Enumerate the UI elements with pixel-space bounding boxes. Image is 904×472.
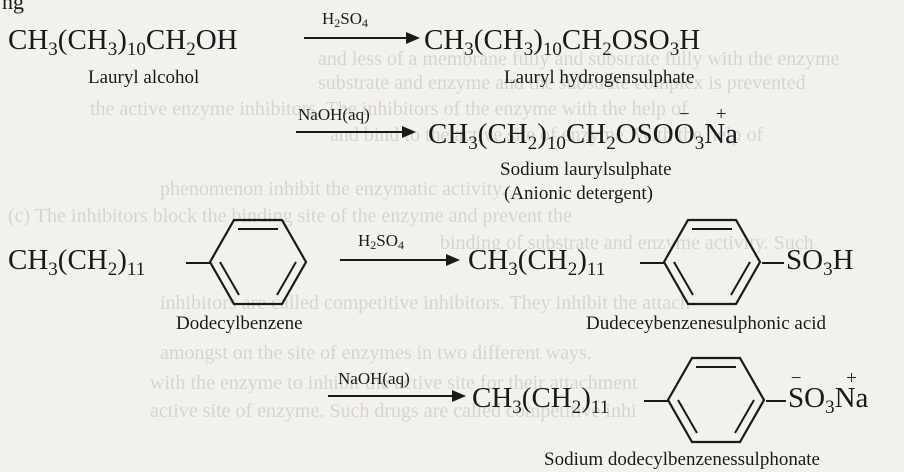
anionic-oxygen: −O	[673, 104, 695, 150]
chain-ring-bond	[640, 262, 664, 264]
sodium-cation: +Na	[834, 368, 869, 414]
plus-charge: +	[846, 368, 857, 389]
benzene-ring-icon	[666, 356, 766, 444]
reagent-naoh-2: NaOH(aq)	[338, 369, 410, 388]
chain-ring-bond	[644, 400, 668, 402]
bleed-line: substrate and enzyme and the substrate c…	[318, 72, 806, 94]
bleed-line: the active enzyme inhibitors. The inhibi…	[90, 98, 688, 120]
plus-charge: +	[715, 104, 727, 125]
cut-off-heading: ng	[2, 0, 24, 14]
sodium-laurylsulphate-label: Sodium laurylsulphate	[500, 159, 672, 180]
reaction-arrow-1	[304, 32, 420, 44]
reagent-h2so4-1: H2SO4	[322, 9, 369, 30]
sulphonic-acid-chain: CH3(CH2)11	[468, 244, 606, 280]
sulphonate-chain: CH3(CH2)11	[472, 382, 610, 418]
bleed-line: with the enzyme to inhibit the active si…	[150, 372, 638, 394]
benzene-ring-icon	[208, 218, 308, 306]
chain-ring-bond	[186, 262, 210, 264]
lauryl-alcohol-label: Lauryl alcohol	[88, 67, 200, 88]
bleed-line: (c) The inhibitors block the binding sit…	[8, 205, 572, 227]
bleed-line: and bind to the active site of enzyme. W…	[330, 124, 764, 146]
reaction-arrow-3	[340, 254, 460, 266]
reagent-h2so4-2: H2SO4	[358, 231, 405, 252]
lauryl-hydrogensulphate-formula: CH3(CH3)10CH2OSO3H	[424, 24, 701, 60]
minus-charge: −	[678, 104, 690, 125]
lauryl-hydrogensulphate-label: Lauryl hydrogensulphate	[504, 67, 695, 88]
anionic-detergent-note: (Anionic detergent)	[504, 183, 653, 204]
sulphonic-acid-group: SO3H	[786, 244, 854, 280]
bleed-line: inhibitors are called competitive inhibi…	[160, 292, 691, 314]
sulphonic-acid-label: Dudeceybenzenesulphonic acid	[586, 313, 827, 334]
bleed-line: amongst on the site of enzymes in two di…	[160, 342, 592, 364]
ring-sulphur-bond	[762, 262, 784, 264]
ring-sulphur-bond	[766, 400, 786, 402]
dodecylbenzene-chain: CH3(CH2)11	[8, 244, 146, 280]
bleed-line: phenomenon inhibit the enzymatic activit…	[160, 178, 506, 200]
bleed-line: binding of substrate and enzyme activity…	[440, 232, 814, 254]
bleed-line: and less of a membrane fully and substra…	[318, 48, 840, 70]
bleed-line: active site of enzyme. Such drugs are ca…	[150, 400, 637, 422]
reagent-naoh-1: NaOH(aq)	[298, 105, 370, 124]
dodecylbenzene-label: Dodecylbenzene	[176, 313, 303, 334]
anionic-sulphur: −S	[788, 368, 805, 414]
benzene-ring-icon	[662, 218, 762, 306]
sulphonate-group: −SO3+Na	[788, 368, 869, 418]
lauryl-alcohol-formula: CH3(CH3)10CH2OH	[8, 24, 238, 60]
sodium-cation: +Na	[704, 104, 739, 150]
sulphonate-label: Sodium dodecylbenzenessulphonate	[544, 449, 820, 470]
reaction-arrow-2	[296, 126, 416, 138]
sodium-laurylsulphate-formula: CH3(CH2)10CH2OSO−O3+Na	[428, 104, 739, 154]
reaction-arrow-4	[328, 390, 466, 402]
minus-charge: −	[790, 368, 802, 389]
